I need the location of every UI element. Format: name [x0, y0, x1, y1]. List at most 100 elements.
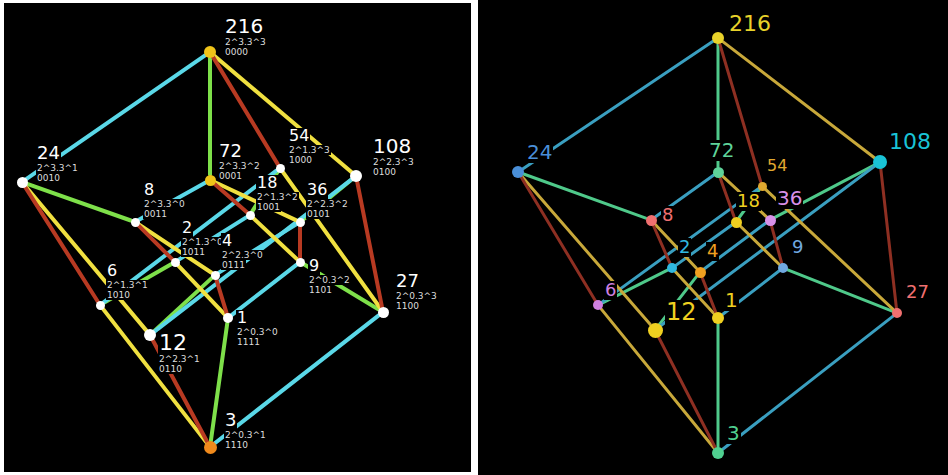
factorization: 2^1.3^0: [181, 237, 224, 247]
vertex-label: 82^3.3^00011: [143, 182, 186, 219]
hypercube-edge: [704, 223, 765, 268]
vertex-number: 2: [181, 220, 193, 237]
vertex-number: 3: [224, 411, 237, 430]
hypercube-edge: [521, 177, 595, 301]
hypercube-edge: [881, 169, 897, 308]
vertex-label: 542^1.3^31000: [288, 128, 331, 165]
hypercube-edge: [298, 227, 302, 258]
vertex-label: 1: [724, 290, 739, 311]
vertex-label: 18: [736, 192, 761, 211]
vertex-number: 6: [106, 263, 118, 280]
vertex-label: 108: [888, 130, 932, 153]
vertex-number: 1: [724, 290, 739, 311]
factorization: 2^2.3^1: [158, 354, 201, 364]
vertex-node: 54: [758, 182, 767, 191]
vertex-label: 22^1.3^01011: [181, 220, 224, 257]
vertex-number: 72: [708, 140, 735, 161]
vertex-label: 92^0.3^21101: [308, 258, 351, 295]
vertex-number: 24: [526, 142, 553, 163]
vertex-number: 2: [678, 238, 691, 257]
hypercube-edge: [522, 177, 650, 325]
vertex-node: 542^1.3^31000: [276, 164, 285, 173]
vertex-number: 9: [791, 238, 804, 257]
vertex-node: 27: [892, 308, 902, 318]
hypercube-edge: [523, 41, 713, 168]
vertex-node: 2: [667, 263, 677, 273]
hypercube-edge: [208, 58, 212, 175]
vertex-label: 8: [661, 206, 674, 225]
binary-code: 1110: [224, 440, 249, 450]
binary-code: 0100: [372, 167, 397, 177]
hypercube-edge: [722, 176, 766, 217]
vertex-node: 6: [593, 300, 603, 310]
hypercube-edge: [658, 337, 715, 448]
hypercube-edge: [723, 271, 779, 314]
vertex-number: 4: [221, 233, 233, 250]
binary-code: 0001: [218, 171, 243, 181]
vertex-number: 72: [218, 142, 243, 161]
factorization: 2^0.3^1: [224, 430, 267, 440]
hypercube-edge: [214, 184, 247, 212]
vertex-node: 722^3.3^20001: [205, 175, 216, 186]
hypercube-edge: [103, 309, 206, 442]
vertex-label: 122^2.3^10110: [158, 331, 201, 374]
hypercube-edge: [26, 186, 147, 330]
right-panel: [478, 0, 948, 475]
vertex-label: 722^3.3^20001: [218, 142, 261, 181]
hypercube-edge: [216, 279, 226, 313]
vertex-number: 24: [36, 144, 61, 163]
hypercube-edge: [653, 225, 670, 263]
vertex-label: 2162^3.3^30000: [224, 16, 267, 57]
vertex-node: 32^0.3^11110: [204, 441, 217, 454]
vertex-number: 18: [736, 192, 761, 211]
vertex-node: 272^0.3^31100: [378, 307, 389, 318]
hypercube-edge: [602, 189, 758, 303]
hypercube-edge: [603, 270, 668, 303]
hypercube-edge: [717, 324, 720, 447]
vertex-number: 27: [905, 283, 930, 302]
vertex-node: 8: [646, 215, 657, 226]
vertex-number: 8: [143, 182, 155, 199]
vertex-number: 1: [236, 310, 248, 327]
vertex-node: 18: [731, 217, 742, 228]
factorization: 2^2.3^0: [221, 250, 264, 260]
binary-code: 0011: [143, 209, 168, 219]
hypercube-edge: [139, 225, 211, 273]
vertex-node: 42^2.3^00111: [211, 271, 220, 280]
vertex-number: 12: [665, 300, 698, 325]
factorization: 2^2.3^2: [306, 199, 349, 209]
factorization: 2^0.3^3: [395, 291, 438, 301]
hypercube-edge: [775, 165, 874, 217]
binary-code: 1001: [256, 202, 281, 212]
vertex-number: 12: [158, 331, 188, 354]
hypercube-edge: [139, 183, 205, 220]
vertex-number: 6: [604, 281, 617, 300]
hypercube-edge: [676, 225, 731, 265]
hypercube-edge: [723, 316, 893, 449]
hypercube-edge: [27, 55, 206, 178]
factorization: 2^0.3^0: [236, 327, 279, 337]
vertex-label: 27: [905, 283, 930, 302]
vertex-node: 4: [695, 267, 706, 278]
factorization: 2^1.3^1: [106, 280, 149, 290]
vertex-label: 32^0.3^11110: [224, 411, 267, 450]
binary-code: 0111: [221, 260, 246, 270]
vertex-node: 9: [778, 263, 788, 273]
vertex-node: 36: [765, 215, 776, 226]
vertex-node: 2162^3.3^30000: [204, 46, 216, 58]
vertex-number: 8: [661, 206, 674, 225]
vertex-number: 216: [224, 16, 264, 37]
vertex-node: 216: [712, 32, 724, 44]
binary-code: 0110: [158, 364, 183, 374]
vertex-number: 216: [728, 12, 772, 35]
vertex-label: 242^3.3^10010: [36, 144, 79, 183]
hypercube-edge: [153, 340, 207, 441]
vertex-label: 24: [526, 142, 553, 163]
vertex-label: 272^0.3^31100: [395, 272, 438, 311]
hypercube-edge: [720, 44, 761, 182]
vertex-label: 12: [665, 300, 698, 325]
vertex-label: 9: [791, 238, 804, 257]
